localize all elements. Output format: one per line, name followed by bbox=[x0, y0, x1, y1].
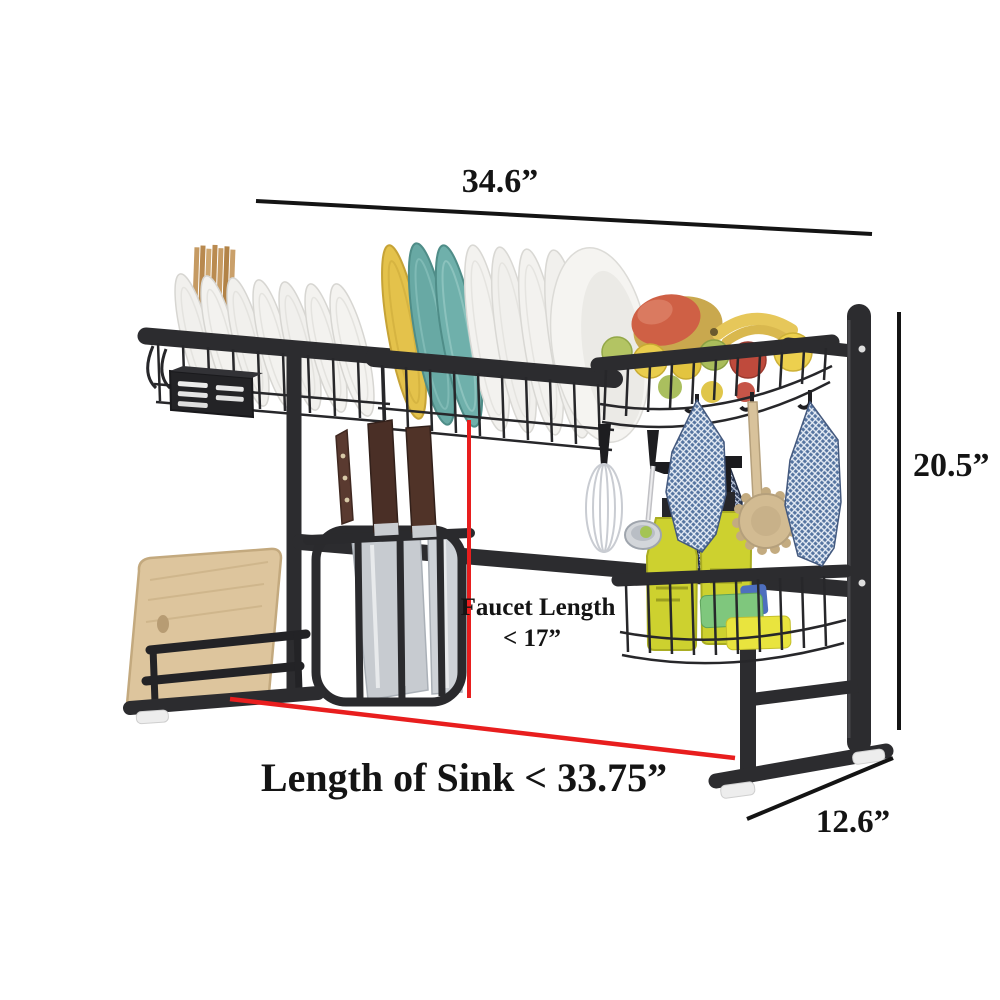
ladle bbox=[624, 430, 662, 550]
blue-checkered-towel bbox=[665, 398, 727, 553]
knife-rack bbox=[303, 419, 475, 707]
fruit-basket-wires bbox=[599, 347, 833, 429]
faucet-length-label-line2: < 17” bbox=[503, 625, 561, 652]
left-foot bbox=[123, 686, 325, 725]
middle-rack-rail bbox=[365, 349, 623, 388]
knife-blade bbox=[351, 531, 429, 701]
soap-basket-wires bbox=[619, 575, 847, 665]
utensil-box bbox=[168, 366, 263, 419]
knife-handles bbox=[335, 419, 437, 538]
blue-checkered-towel bbox=[784, 400, 842, 567]
faucet-length-label-line1: Faucet Length bbox=[461, 594, 616, 621]
left-rack-rail bbox=[137, 327, 401, 366]
cutting-board-holder bbox=[141, 629, 311, 703]
hanging-items bbox=[585, 390, 842, 567]
round-scrub-brush bbox=[732, 401, 800, 555]
fruit-basket-arm bbox=[781, 337, 859, 358]
fruit-basket bbox=[590, 294, 859, 429]
sink-length-red-line bbox=[229, 696, 736, 761]
cutting-board bbox=[125, 547, 311, 706]
side-height-label: 20.5” bbox=[913, 447, 990, 484]
whisk bbox=[585, 424, 623, 553]
top-width-dimension-line bbox=[255, 199, 873, 236]
base-depth-label: 12.6” bbox=[816, 804, 890, 840]
knife-holder-frame bbox=[303, 525, 475, 707]
middle-rack-wires bbox=[377, 364, 615, 452]
soap-basket-rail bbox=[611, 564, 853, 587]
sink-length-label: Length of Sink < 33.75” bbox=[261, 755, 667, 800]
base-depth-dimension-line bbox=[746, 756, 894, 821]
top-width-label: 34.6” bbox=[462, 163, 539, 200]
right-post bbox=[847, 304, 871, 754]
